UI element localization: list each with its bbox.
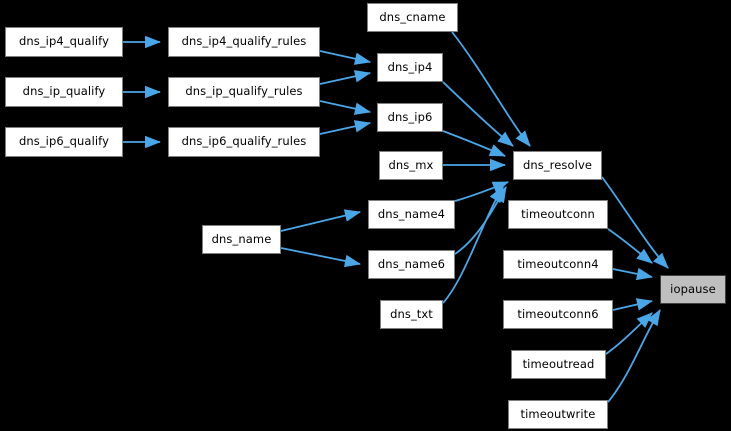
graph-node-dns_txt[interactable]: dns_txt bbox=[380, 300, 443, 329]
graph-node-dns_ip6_qualify_rules[interactable]: dns_ip6_qualify_rules bbox=[168, 127, 320, 157]
graph-node-label: dns_txt bbox=[390, 306, 433, 321]
graph-node-label: dns_name bbox=[211, 231, 272, 246]
graph-node-timeoutwrite[interactable]: timeoutwrite bbox=[508, 400, 608, 429]
graph-node-label: dns_cname bbox=[379, 9, 446, 24]
graph-node-timeoutconn6[interactable]: timeoutconn6 bbox=[503, 300, 613, 329]
call-edge-dns_ip_qualify_rules-to-dns_ip6 bbox=[319, 100, 372, 115]
graph-node-label: timeoutwrite bbox=[520, 406, 596, 421]
call-edge-timeoutconn6-to-iopause bbox=[612, 298, 654, 311]
graph-node-dns_name6[interactable]: dns_name6 bbox=[368, 250, 455, 279]
graph-node-label: dns_ip4_qualify_rules bbox=[181, 34, 307, 49]
call-edge-dns_name-to-dns_name6 bbox=[280, 247, 362, 268]
call-edge-dns_ip4-to-dns_resolve bbox=[442, 81, 514, 147]
graph-node-dns_ip4_qualify[interactable]: dns_ip4_qualify bbox=[5, 27, 123, 57]
graph-node-label: dns_name6 bbox=[377, 256, 446, 271]
graph-node-timeoutread[interactable]: timeoutread bbox=[511, 350, 606, 379]
graph-node-dns_ip6_qualify[interactable]: dns_ip6_qualify bbox=[5, 127, 123, 157]
graph-node-dns_mx[interactable]: dns_mx bbox=[379, 151, 443, 180]
call-edge-dns_name4-to-dns_resolve bbox=[454, 181, 510, 202]
call-edge-dns_name6-to-dns_resolve bbox=[454, 186, 507, 255]
call-edge-timeoutconn-to-iopause bbox=[607, 228, 653, 264]
graph-node-dns_ip_qualify[interactable]: dns_ip_qualify bbox=[5, 77, 123, 107]
call-edge-dns_ip_qualify_rules-to-dns_ip4 bbox=[319, 70, 372, 85]
graph-node-label: dns_ip6_qualify bbox=[18, 134, 110, 149]
graph-node-label: dns_ip_qualify_rules bbox=[185, 84, 303, 99]
graph-node-label: timeoutconn bbox=[521, 206, 595, 221]
graph-node-label: timeoutread bbox=[522, 356, 595, 371]
graph-node-label: timeoutconn6 bbox=[517, 306, 599, 321]
graph-node-label: timeoutconn4 bbox=[517, 256, 599, 271]
graph-node-label: dns_mx bbox=[388, 157, 434, 172]
graph-node-label: dns_ip_qualify bbox=[22, 84, 106, 99]
graph-node-dns_name[interactable]: dns_name bbox=[202, 225, 281, 254]
call-edge-dns_name-to-dns_name4 bbox=[280, 209, 362, 232]
graph-node-dns_name4[interactable]: dns_name4 bbox=[368, 200, 455, 229]
call-edge-dns_ip6-to-dns_resolve bbox=[442, 130, 506, 157]
graph-node-timeoutconn[interactable]: timeoutconn bbox=[508, 200, 608, 229]
graph-node-iopause[interactable]: iopause bbox=[660, 275, 726, 304]
graph-node-dns_ip6[interactable]: dns_ip6 bbox=[377, 103, 443, 132]
graph-node-label: dns_name4 bbox=[377, 206, 446, 221]
graph-node-dns_ip_qualify_rules[interactable]: dns_ip_qualify_rules bbox=[168, 77, 320, 107]
graph-node-dns_resolve[interactable]: dns_resolve bbox=[513, 151, 602, 180]
call-edge-timeoutconn4-to-iopause bbox=[612, 267, 654, 281]
graph-node-timeoutconn4[interactable]: timeoutconn4 bbox=[503, 250, 613, 279]
call-edge-dns_ip6_qualify_rules-to-dns_ip6 bbox=[319, 120, 372, 135]
graph-node-dns_ip4[interactable]: dns_ip4 bbox=[377, 53, 443, 82]
graph-node-label: dns_ip4_qualify bbox=[18, 34, 110, 49]
call-edge-timeoutwrite-to-iopause bbox=[607, 309, 661, 403]
call-edge-dns_cname-to-dns_resolve bbox=[451, 31, 531, 147]
graph-node-dns_cname[interactable]: dns_cname bbox=[367, 3, 458, 32]
graph-node-label: dns_resolve bbox=[522, 157, 593, 172]
graph-node-label: dns_ip6 bbox=[387, 109, 433, 124]
graph-node-label: dns_ip6_qualify_rules bbox=[181, 134, 307, 149]
call-edge-dns_ip4_qualify_rules-to-dns_ip4 bbox=[319, 50, 372, 65]
graph-node-dns_ip4_qualify_rules[interactable]: dns_ip4_qualify_rules bbox=[168, 27, 320, 57]
graph-node-label: iopause bbox=[670, 281, 716, 296]
graph-node-label: dns_ip4 bbox=[387, 59, 433, 74]
